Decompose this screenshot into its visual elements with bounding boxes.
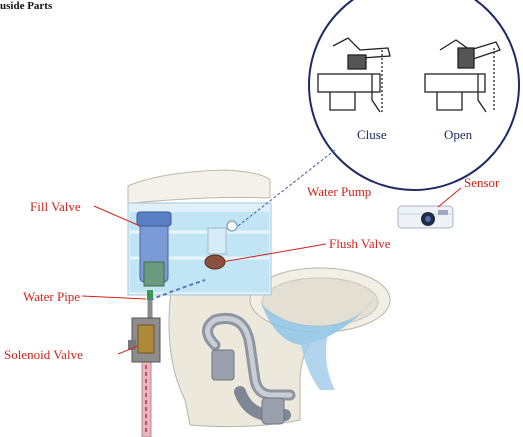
inset-open-drawing — [424, 39, 501, 113]
label-water-pipe: Water Pipe — [23, 289, 81, 304]
label-solenoid-valve: Solenoid Valve — [4, 347, 83, 362]
label-water-pump: Water Pump — [307, 184, 372, 199]
label-sensor: Sensor — [464, 175, 500, 190]
heading: uside Parts — [0, 0, 53, 12]
supply-pipe — [141, 359, 152, 437]
tank-lid — [127, 169, 271, 205]
inset-circle — [308, 0, 520, 191]
inset-leader-line — [237, 149, 336, 227]
leader-water-pipe — [81, 295, 147, 300]
inset-label-close: Cluse — [357, 127, 387, 142]
inset-close-drawing — [317, 37, 391, 113]
leader-fill-valve — [93, 205, 141, 227]
sensor-device — [397, 205, 454, 229]
leader-solenoid-valve — [117, 345, 139, 355]
leader-flush-valve — [221, 243, 327, 263]
label-flush-valve: Flush Valve — [329, 236, 391, 251]
label-fill-valve: Fill Valve — [30, 199, 81, 214]
leader-sensor — [437, 187, 462, 208]
inset-label-open: Open — [444, 127, 473, 142]
flush-flapper — [204, 254, 226, 270]
bowl-water — [262, 298, 375, 345]
